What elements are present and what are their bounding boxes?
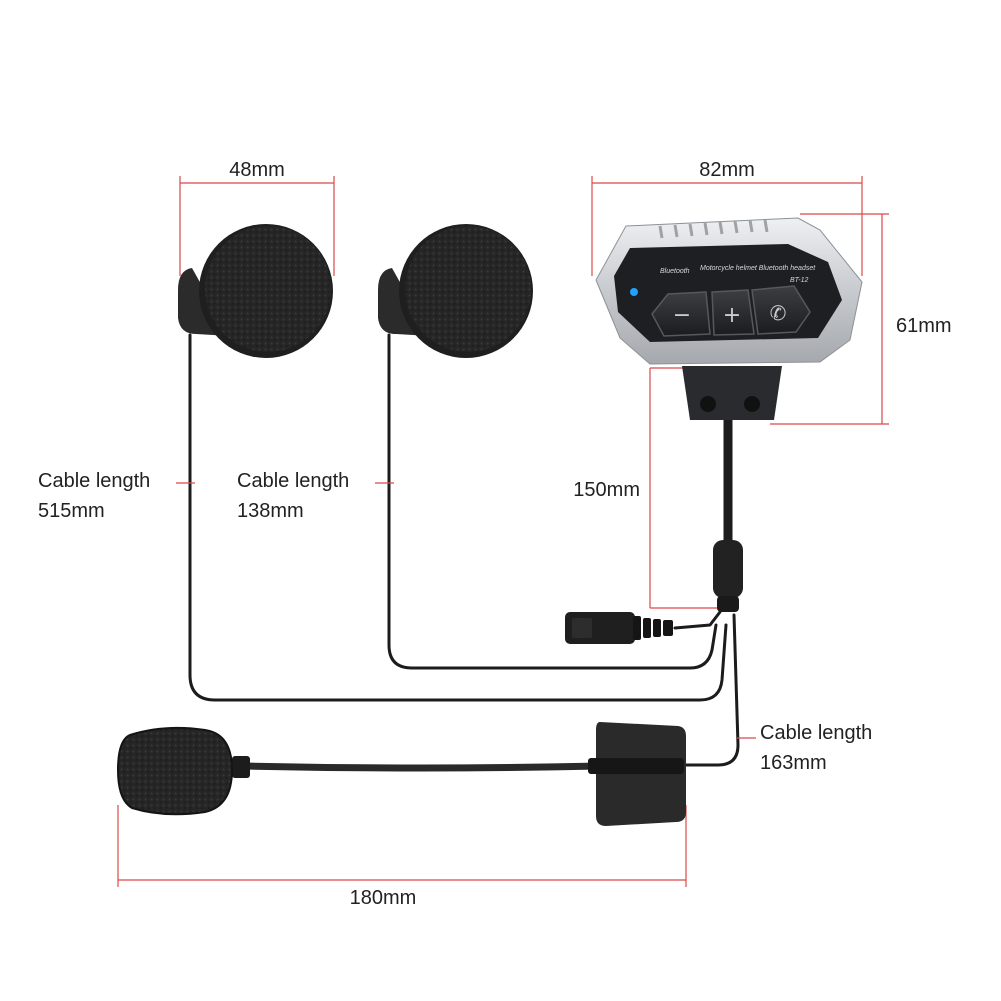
cable-left-label: Cable length: [38, 470, 150, 492]
device-ridges: [658, 219, 769, 239]
unit-height-label: 61mm: [896, 315, 952, 337]
mount-clip: [682, 366, 782, 420]
mic-gooseneck: [244, 762, 601, 772]
plus-icon: +: [723, 303, 741, 328]
cable-left-value: 515mm: [38, 500, 105, 522]
dimension-boom-length: 150mm: [573, 367, 720, 609]
right-speaker: [378, 224, 533, 358]
indicator-led: [630, 288, 638, 296]
left-speaker-cable: [188, 333, 728, 702]
cable-middle-value: 138mm: [237, 500, 304, 522]
cable-left-caption: Cable length 515mm: [38, 470, 150, 522]
device-model-text: BT-12: [790, 277, 809, 284]
minus-icon: −: [673, 303, 691, 328]
boom-length-label: 150mm: [573, 479, 640, 501]
device-brand-text: Bluetooth: [660, 268, 690, 275]
dimension-unit-width: 82mm: [591, 159, 863, 276]
cable-mic-value: 163mm: [760, 752, 827, 774]
unit-width-label: 82mm: [699, 159, 755, 181]
cable-splitter: [713, 540, 743, 612]
mic-cable: [678, 613, 740, 767]
aux-connector: [565, 612, 673, 644]
cable-mic-caption: Cable length 163mm: [760, 722, 872, 774]
dimension-speaker-width: 48mm: [179, 159, 335, 276]
left-speaker: [178, 224, 333, 358]
minus-button[interactable]: −: [651, 291, 711, 337]
plus-button[interactable]: +: [711, 289, 755, 336]
device-product-text: Motorcycle helmet Bluetooth headset: [700, 265, 816, 272]
speaker-width-label: 48mm: [229, 159, 285, 181]
cables: [188, 333, 740, 767]
bluetooth-unit: Bluetooth Motorcycle helmet Bluetooth he…: [595, 217, 863, 420]
cable-middle-label: Cable length: [237, 470, 349, 492]
splitter-body: [713, 540, 743, 598]
speaker-foam-left: [205, 226, 331, 352]
phone-icon: ✆: [770, 301, 787, 325]
aux-cable: [673, 610, 722, 630]
dimension-mic-length: 180mm: [117, 805, 687, 909]
mic-length-label: 180mm: [350, 887, 417, 909]
speaker-foam-right: [405, 226, 531, 352]
microphone: [116, 722, 686, 826]
dimension-unit-height: 61mm: [770, 213, 952, 425]
call-button[interactable]: ✆: [751, 285, 811, 335]
mic-foam: [116, 726, 234, 816]
cable-middle-caption: Cable length 138mm: [237, 470, 349, 522]
cable-mic-label: Cable length: [760, 722, 872, 744]
right-speaker-cable: [387, 333, 718, 670]
